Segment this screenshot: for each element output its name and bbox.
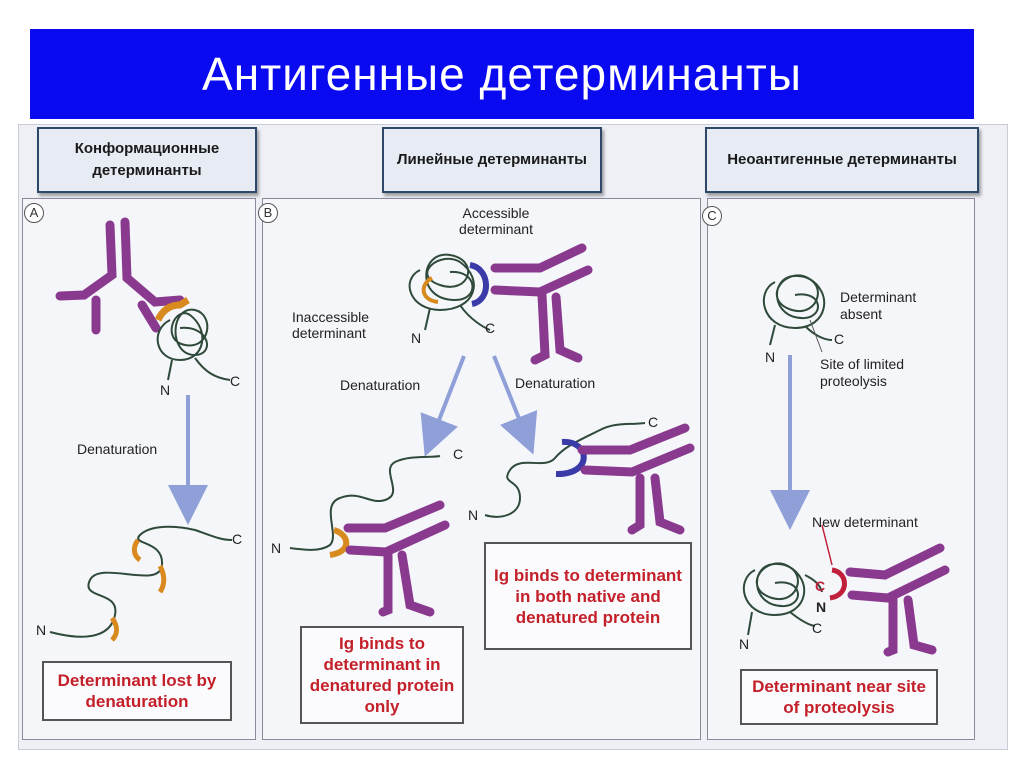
label-new-determinant: New determinant [812,514,918,530]
label-c-b2: C [453,446,464,462]
header-neoantigenic-label: Неоантигенные детерминанты [727,151,957,168]
page-title: Антигенные детерминанты [202,48,802,100]
label-n-a2: N [36,622,47,638]
label-accessible-determinant: Accessible determinant [459,205,533,237]
label-n-c3: N [739,636,750,652]
result-box-a: Determinant lost by denaturation [42,661,232,721]
result-box-b-left: Ig binds to determinant in denatured pro… [300,626,464,724]
denatured-chain-a [49,525,233,638]
label-c-b1: C [485,320,496,336]
label-n-b3: N [468,507,479,523]
antibody-a [55,217,185,335]
result-text-b-left: Ig binds to determinant in denatured pro… [309,634,455,716]
result-text-a: Determinant lost by denaturation [57,671,217,711]
label-n-c2: N [816,599,827,615]
protein-c-native [762,274,833,346]
orange-site-b-inaccessible [421,276,439,304]
label-n-b1: N [411,330,422,346]
denatured-chain-b-left [289,455,441,551]
label-limited-proteolysis: Site of limited proteolysis [820,356,905,389]
panel-b-letter: B [258,203,278,223]
result-text-c: Determinant near site of proteolysis [752,677,926,717]
label-c-a1: C [230,373,241,389]
label-c-a2: C [232,531,243,547]
result-text-b-right: Ig binds to determinant in both native a… [494,565,682,627]
arrow-denaturation-b-right [492,355,538,455]
label-n-a1: N [160,382,171,398]
orange-segment-a1 [109,616,119,642]
protein-b-native [408,253,491,331]
new-determinant-pointer [821,524,833,566]
result-box-c: Determinant near site of proteolysis [740,669,938,725]
panel-c-letter: C [702,206,722,226]
denatured-chain-b-right [484,422,646,518]
label-c-b3: C [648,414,659,430]
blue-site-b-right [555,438,587,478]
proteolysis-pointer [809,319,823,353]
header-linear: Линейные детерминанты [382,127,602,193]
label-n-b2: N [271,540,282,556]
label-c-c1: C [834,331,845,347]
result-box-b-right: Ig binds to determinant in both native a… [484,542,692,650]
orange-segment-a2 [157,564,167,594]
antibody-b-top [490,243,593,365]
antibody-b-left [343,500,450,617]
header-linear-label: Линейные детерминанты [396,151,587,168]
header-conformational: Конформационные детерминанты [37,127,257,193]
label-denaturation-b-left: Denaturation [340,377,421,393]
protein-c-cleaved [742,562,823,636]
label-c-c3: C [812,620,823,636]
label-c-c2: C [815,578,826,594]
label-n-c1: N [765,349,776,365]
orange-site-a [154,297,190,322]
orange-segment-a3 [131,538,142,563]
header-conformational-label: Конформационные детерминанты [74,140,220,179]
title-bar: Антигенные детерминанты [30,29,974,119]
panel-a-letter: A [24,203,44,223]
label-determinant-absent: Determinant absent [840,289,917,322]
label-inaccessible-determinant: Inaccessible determinant [292,309,370,341]
antibody-c [845,543,950,657]
protein-a [156,308,231,381]
orange-site-b-left [329,527,350,558]
red-site-c [829,567,847,601]
label-denaturation-a: Denaturation [77,441,158,457]
arrow-denaturation-b-left [420,355,466,457]
antibody-b-right [577,423,695,535]
label-denaturation-b-right: Denaturation [515,375,596,391]
blue-site-b-accessible [469,262,489,307]
header-neoantigenic: Неоантигенные детерминанты [705,127,979,193]
